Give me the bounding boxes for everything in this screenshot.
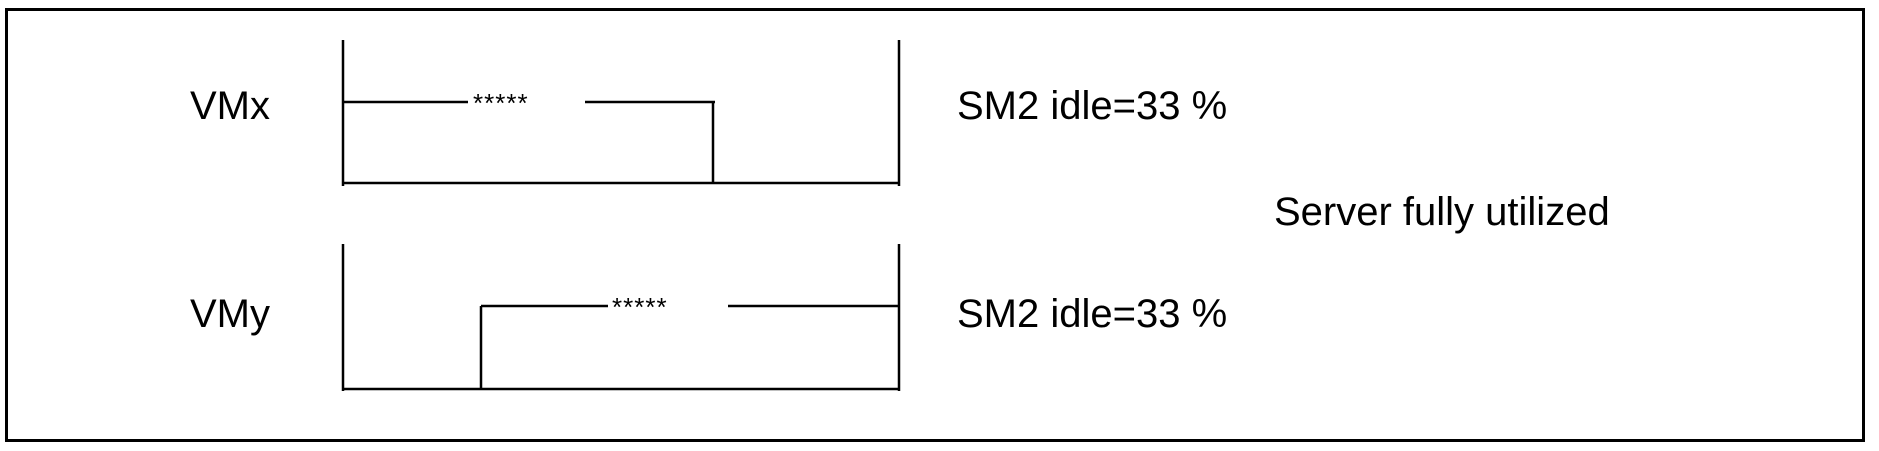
vmy-status-text: SM2 idle=33 % (957, 292, 1228, 336)
vmx-status-text: SM2 idle=33 % (957, 84, 1228, 128)
diagram-frame (5, 8, 1865, 442)
vmx-active-marker: ***** (473, 88, 529, 118)
vmy-active-marker: ***** (612, 292, 668, 322)
vmx-label: VMx (190, 84, 270, 128)
vmx-timeline (341, 40, 901, 186)
server-status-summary: Server fully utilized (1274, 190, 1610, 234)
vmy-timeline (341, 244, 901, 391)
vmy-label: VMy (190, 292, 270, 336)
